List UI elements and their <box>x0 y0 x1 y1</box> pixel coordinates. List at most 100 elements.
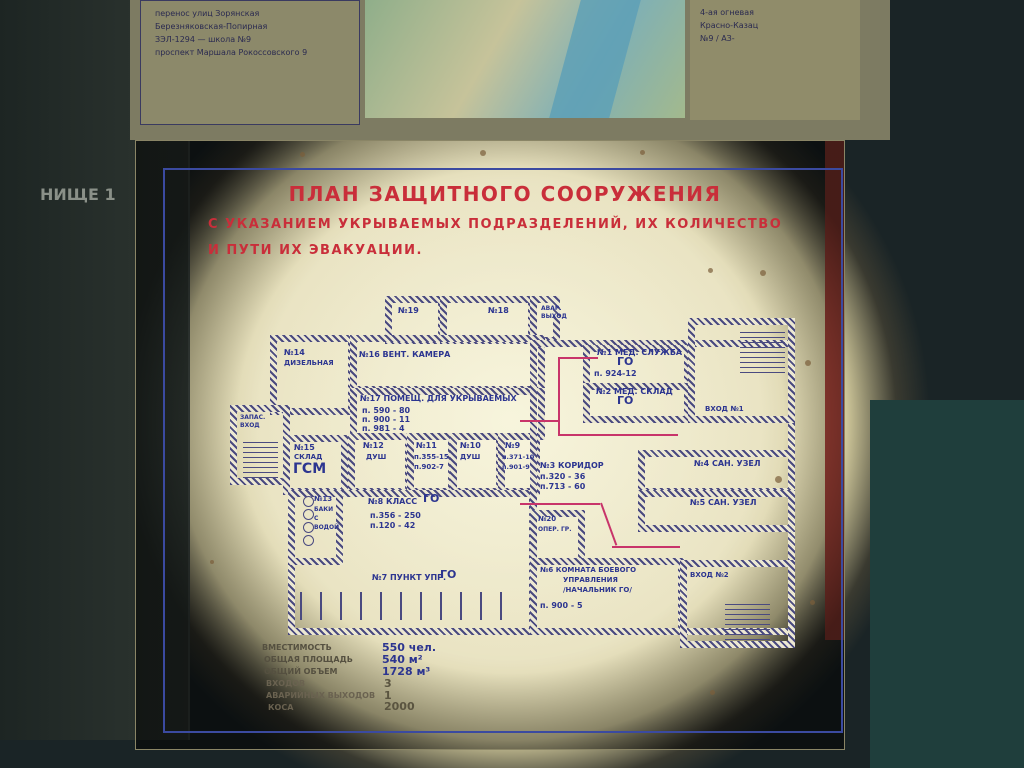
room-11 <box>407 433 455 495</box>
room-capacity: п. 900 - 5 <box>540 601 583 610</box>
room-label: №10 <box>460 441 481 450</box>
room-1 <box>583 345 691 390</box>
room-capacity: п.901-9 <box>502 463 530 471</box>
stain <box>810 600 815 605</box>
room-label: №3 КОРИДОР <box>540 461 604 470</box>
room-15 <box>283 435 348 495</box>
stat-value: 550 чел. <box>382 641 437 654</box>
city-map <box>365 0 685 118</box>
evacuation-route-arrow <box>558 434 678 436</box>
river <box>549 0 641 118</box>
top-right-note: 4-ая огневая Красно-Казац №9 / АЗ- <box>690 0 860 120</box>
room-label: ДУШ <box>366 453 387 461</box>
evacuation-route <box>558 357 598 359</box>
room-label: №18 <box>488 306 509 315</box>
room-label: №9 <box>505 441 521 450</box>
stain <box>480 150 486 156</box>
room-label: №4 САН. УЗЕЛ <box>694 459 761 468</box>
stat-value: 540 м² <box>382 653 423 666</box>
note-line: ЗЭЛ-1294 — школа №9 <box>155 35 252 44</box>
evacuation-route <box>520 503 600 505</box>
water-tank-icon <box>303 496 314 507</box>
evacuation-route-arrow <box>612 546 680 548</box>
room-label: №15 <box>294 443 315 452</box>
note-line: 4-ая огневая <box>700 8 754 17</box>
room-label: БАКИ С ВОДОЙ <box>314 506 340 531</box>
room-20 <box>530 510 585 565</box>
room-label: №12 <box>363 441 384 450</box>
poster-subtitle: С УКАЗАНИЕМ УКРЫВАЕМЫХ ПОДРАЗДЕЛЕНИЙ, ИХ… <box>208 217 783 232</box>
stain <box>708 268 713 273</box>
stat-label: ОБЩАЯ ПЛОЩАДЬ <box>264 655 353 664</box>
stain <box>775 476 782 483</box>
note-line: №9 / АЗ- <box>700 34 735 43</box>
room-label: №2 МЕД. СКЛАД <box>596 387 673 396</box>
water-tank-icon <box>303 535 314 546</box>
room-label: АВАР. ВЫХОД <box>541 305 567 320</box>
room-capacity: п. 981 - 4 <box>362 424 405 433</box>
room-10 <box>450 433 503 495</box>
water-tank-icon <box>303 509 314 520</box>
room-label: №13 <box>314 495 333 503</box>
room-label: №19 <box>398 306 419 315</box>
note-line: перенос улиц Зорянская <box>155 9 260 18</box>
room-label: ДУШ <box>460 453 481 461</box>
room-capacity: п.371-10 <box>502 453 535 461</box>
stain <box>760 270 766 276</box>
stat-value: 1 <box>384 689 392 702</box>
room-13 <box>288 490 343 565</box>
room-capacity: п.713 - 60 <box>540 482 586 491</box>
room-label: ЗАПАС. ВХОД <box>240 414 266 429</box>
note-line: Красно-Казац <box>700 21 759 30</box>
room-capacity: п.120 - 42 <box>370 521 416 530</box>
stat-label: АВАРИЙНЫХ ВЫХОДОВ <box>266 691 376 700</box>
cubicles <box>300 592 520 620</box>
stain <box>710 690 715 695</box>
evacuation-route <box>558 357 560 435</box>
stat-label: КОСА <box>268 703 294 712</box>
stairs <box>740 328 785 373</box>
room-label: №14 <box>284 348 305 357</box>
room-6 <box>530 558 685 635</box>
room-5 <box>638 490 795 532</box>
room-label: №16 ВЕНТ. КАМЕРА <box>359 350 451 359</box>
room-label: ГО <box>617 394 634 407</box>
room-label: ГО <box>440 568 457 581</box>
room-capacity: п. 900 - 11 <box>362 415 411 424</box>
room-label: №6 КОМНАТА БОЕВОГО <box>540 566 637 574</box>
stain <box>300 152 305 157</box>
room-label: УПРАВЛЕНИЯ <box>563 576 618 584</box>
room-label: /НАЧАЛЬНИК ГО/ <box>563 586 632 594</box>
stain <box>805 360 811 366</box>
room-label: №8 КЛАСС <box>368 497 418 506</box>
stat-value: 3 <box>384 677 392 690</box>
note-line: проспект Маршала Рокоссовского 9 <box>155 48 308 57</box>
note-line: Березняковская-Попирная <box>155 22 268 31</box>
room-16 <box>350 335 545 393</box>
room-label: ГО <box>617 355 634 368</box>
room-label: ВХОД №2 <box>690 571 729 579</box>
room-14 <box>270 335 355 415</box>
poster-subtitle: И ПУТИ ИХ ЭВАКУАЦИИ. <box>208 243 423 258</box>
room-2 <box>583 383 691 423</box>
poster-frame <box>163 168 843 733</box>
evacuation-route <box>520 420 560 422</box>
wall <box>870 400 1024 768</box>
room-label: ВХОД №1 <box>705 405 744 413</box>
room-label: №1 МЕД. СЛУЖБА <box>597 348 683 357</box>
stat-value: 2000 <box>384 700 415 713</box>
room-label: №20 <box>538 515 557 523</box>
room-12 <box>348 433 412 495</box>
room-label: ГО <box>423 492 440 505</box>
stairs <box>725 600 770 640</box>
room-capacity: п.356 - 250 <box>370 511 421 520</box>
stairs <box>243 440 278 478</box>
stain <box>210 560 214 564</box>
stat-value: 1728 м³ <box>382 665 431 678</box>
room-label: №11 <box>416 441 437 450</box>
room-label: ДИЗЕЛЬНАЯ <box>284 359 334 367</box>
water-tank-icon <box>303 522 314 533</box>
poster-title: ПЛАН ЗАЩИТНОГО СООРУЖЕНИЯ <box>288 182 722 206</box>
room-capacity: п.902-7 <box>414 463 444 471</box>
room-capacity: п. 924-12 <box>594 369 637 378</box>
